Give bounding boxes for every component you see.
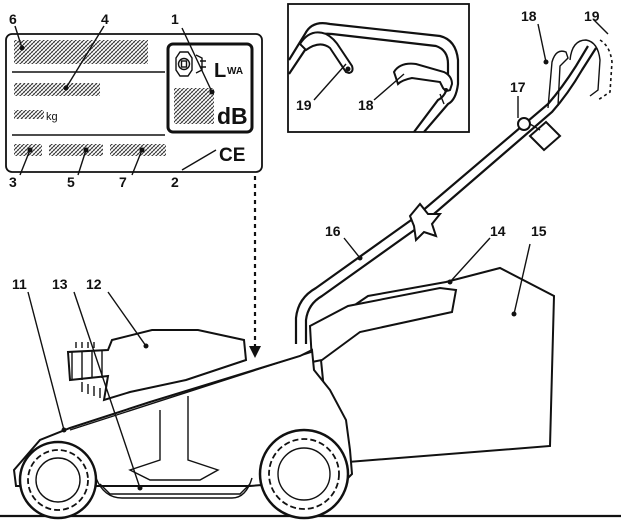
sound-power-icon [175, 51, 206, 77]
callout-7: 7 [119, 174, 127, 190]
callout-2: 2 [171, 174, 179, 190]
plate-field-6 [14, 40, 148, 64]
plate-kg-unit: kg [46, 111, 58, 123]
plate-field-4 [14, 83, 100, 96]
handle-control-box [528, 120, 562, 152]
callout-18: 18 [521, 8, 537, 24]
callout-12: 12 [86, 276, 102, 292]
db-unit: dB [217, 103, 248, 129]
callout-5: 5 [67, 174, 75, 190]
callout-labels: 1 2 3 4 5 6 7 11 12 13 14 15 16 17 18 19… [9, 8, 600, 292]
plate-field-weight [14, 110, 44, 119]
grass-bag-frame [308, 286, 458, 364]
plate-field-7 [110, 144, 166, 156]
callout-11: 11 [12, 276, 27, 292]
lwa-subscript: WA [227, 66, 243, 77]
callout-16: 16 [325, 223, 341, 239]
sound-power-value-field [174, 88, 214, 124]
lever-19 [569, 39, 601, 97]
lawn-mower [0, 39, 621, 520]
callout-6: 6 [9, 11, 17, 27]
callout-19-inset: 19 [296, 97, 312, 113]
plate-location-arrow [249, 176, 261, 358]
callout-13: 13 [52, 276, 68, 292]
callout-18-inset: 18 [358, 97, 374, 113]
lwa-letter: L [214, 60, 226, 82]
callout-19: 19 [584, 8, 600, 24]
rear-wheel [258, 428, 350, 520]
ce-mark: CE [219, 145, 245, 166]
identification-plate: kg L WA dB CE [5, 33, 263, 173]
handle-detail-inset [287, 3, 470, 133]
callout-15: 15 [531, 223, 547, 239]
plate-field-5 [49, 144, 103, 156]
callout-4: 4 [101, 11, 109, 27]
engine [66, 329, 248, 402]
callout-14: 14 [490, 223, 506, 239]
leader-lines [14, 19, 609, 491]
handle [294, 39, 613, 344]
callout-17: 17 [510, 79, 526, 95]
handle-knob [408, 202, 443, 243]
starter-rope-handle [517, 117, 531, 131]
callout-3: 3 [9, 174, 17, 190]
callout-1: 1 [171, 11, 179, 27]
front-wheel [18, 440, 98, 520]
lever-19-alt-position [597, 39, 613, 101]
inset-frame [287, 3, 470, 133]
lever-18 [547, 50, 569, 109]
